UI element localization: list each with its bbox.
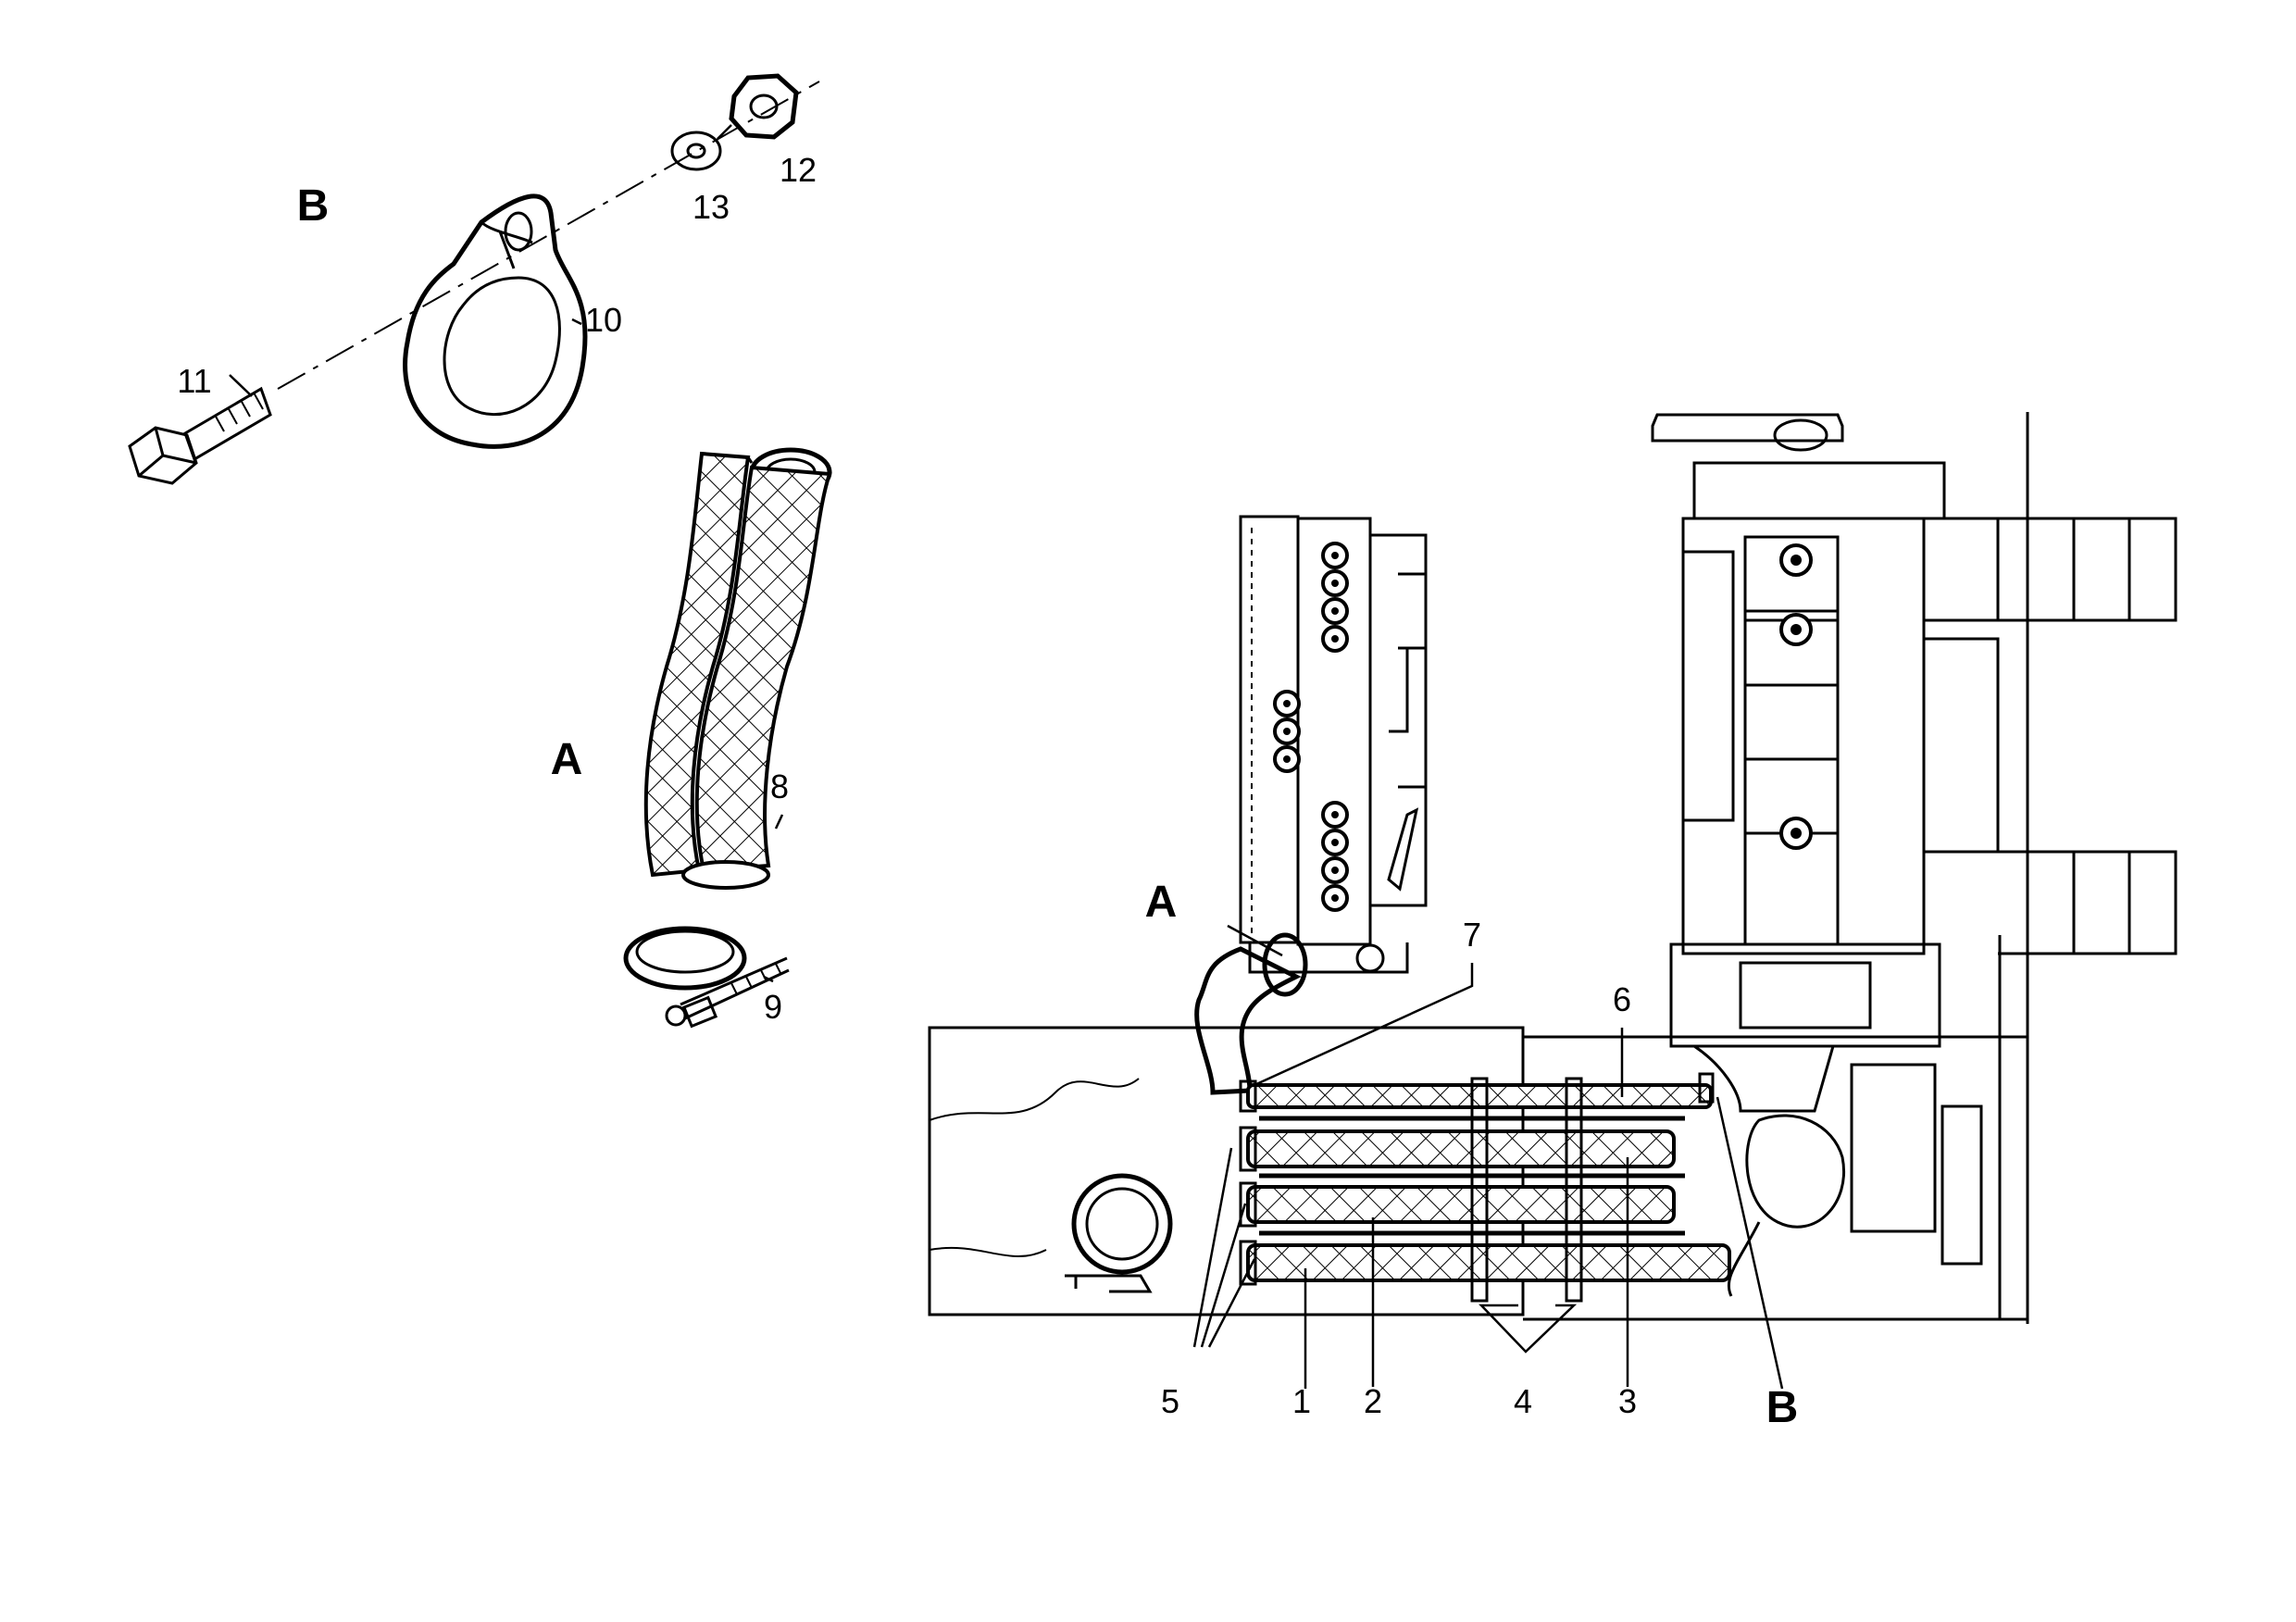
callout-6: 6 xyxy=(1613,980,1631,1018)
hose-bundle-icon xyxy=(1239,1077,1731,1303)
detail-a-group xyxy=(623,447,832,1029)
callout-8: 8 xyxy=(770,767,789,805)
drain-port-icon xyxy=(1071,1173,1173,1275)
cooler-block-icon xyxy=(1239,515,1428,974)
bolt-icon xyxy=(128,386,272,485)
callout-2: 2 xyxy=(1364,1382,1382,1420)
callout-5: 5 xyxy=(1161,1382,1179,1420)
coolant-elbow-icon xyxy=(1194,946,1302,1095)
assembly-axis xyxy=(277,81,820,390)
detail-b-group xyxy=(128,73,820,485)
callout-1: 1 xyxy=(1292,1382,1311,1420)
hose-clamp-icon xyxy=(623,926,790,1029)
callout-b-detail: B xyxy=(297,181,330,231)
callout-10: 10 xyxy=(585,301,622,339)
callout-a-main: A xyxy=(1145,878,1178,927)
callout-12: 12 xyxy=(780,151,817,189)
callout-11: 11 xyxy=(177,362,211,400)
connector-b-icon xyxy=(1698,1072,1715,1104)
housing-frame xyxy=(928,1026,1525,1316)
nut-icon xyxy=(729,73,799,140)
pump-block-icon xyxy=(1651,413,2177,1297)
callout-a-detail: A xyxy=(551,735,583,784)
callout-7: 7 xyxy=(1463,916,1481,954)
callout-labels: B 12 13 10 11 A 8 9 A 7 6 5 1 2 4 3 B xyxy=(177,151,1798,1432)
callout-b-main: B xyxy=(1766,1383,1799,1432)
callout-4: 4 xyxy=(1514,1382,1532,1420)
callout-13: 13 xyxy=(693,188,730,226)
callout-9: 9 xyxy=(764,988,782,1026)
washer-icon xyxy=(670,131,722,171)
lifting-eye-icon xyxy=(403,193,588,449)
hose-icon xyxy=(643,451,751,878)
callout-3: 3 xyxy=(1618,1382,1637,1420)
main-assembly-group xyxy=(928,412,2177,1324)
leader-lines xyxy=(229,124,1784,1390)
